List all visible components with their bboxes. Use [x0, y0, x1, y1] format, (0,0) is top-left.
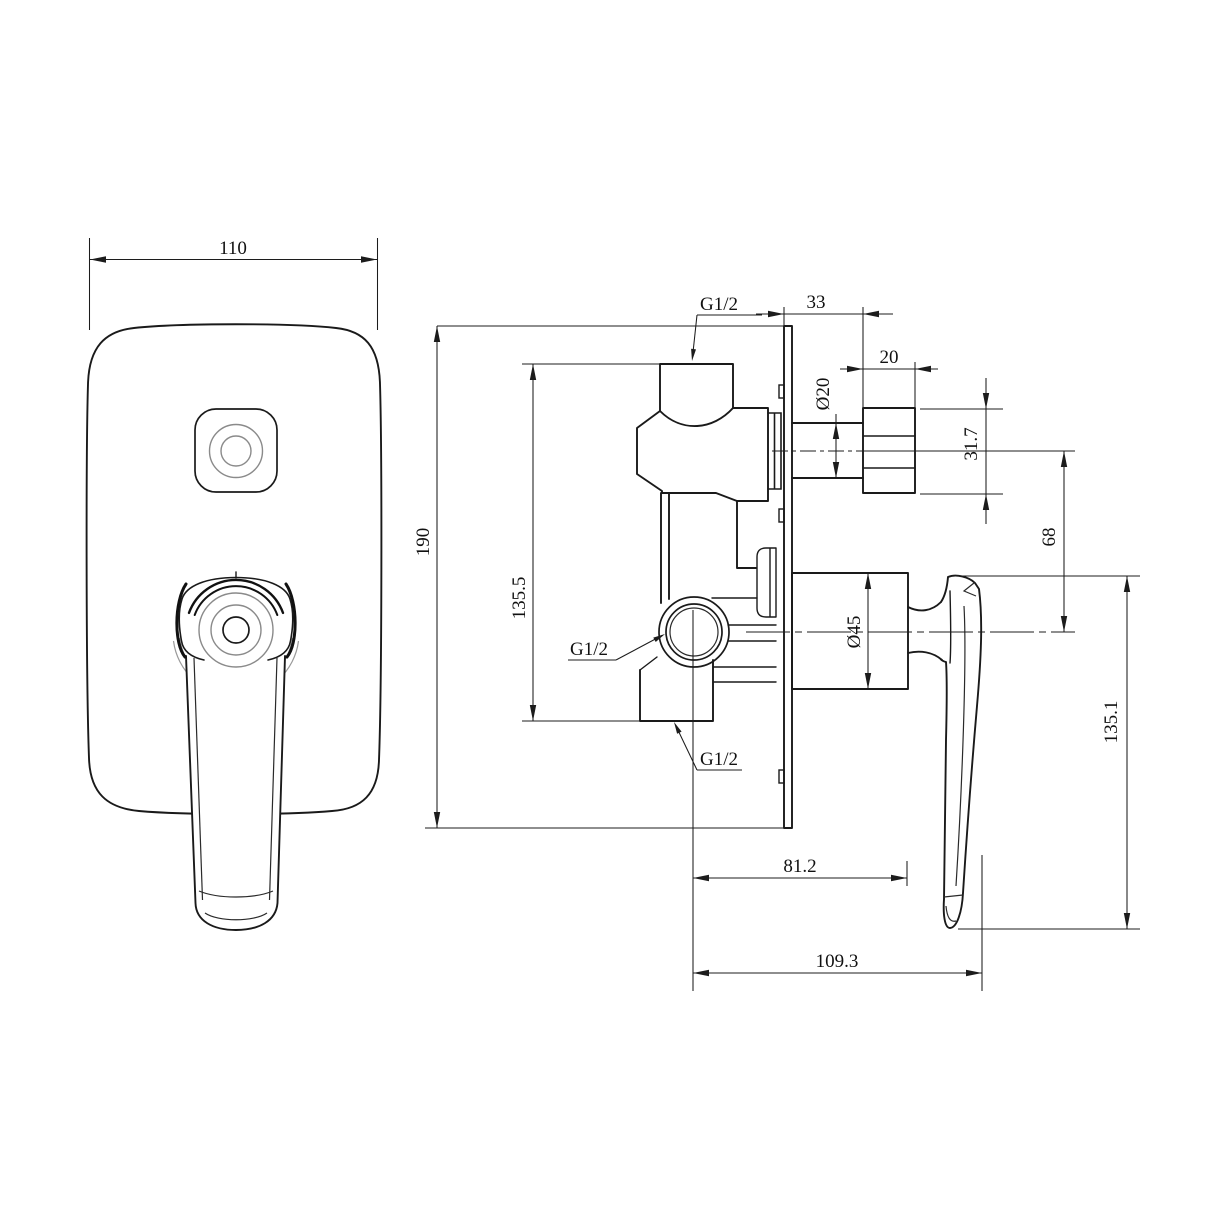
dim-label-31-7: 31.7 — [961, 427, 982, 460]
lever-blade-side — [940, 574, 983, 929]
dim-axis-distance: 68 — [1039, 451, 1068, 632]
front-view: 110 — [85, 238, 383, 931]
dim-label-109-3: 109.3 — [816, 951, 859, 972]
top-inlet-pipe — [659, 363, 734, 412]
valve-body-side — [636, 363, 782, 722]
dim-label-81-2: 81.2 — [783, 856, 816, 877]
dim-label-135-5: 135.5 — [509, 577, 530, 620]
side-view: 190 135.5 G1/2 33 — [413, 292, 1140, 991]
dim-label-68: 68 — [1039, 528, 1060, 547]
dim-handle-length: 135.1 — [952, 575, 1140, 930]
dim-label-d45: Ø45 — [844, 616, 865, 649]
dim-label-d20: Ø20 — [813, 378, 834, 411]
valve-tee-body — [636, 407, 769, 502]
dim-label-33: 33 — [807, 292, 826, 313]
thread-label-top: G1/2 — [700, 294, 738, 315]
lever-handle-side — [907, 574, 983, 929]
dim-axis-to-tip: 109.3 — [693, 855, 983, 991]
dim-front-width: 110 — [88, 238, 379, 330]
dim-knob-height: 31.7 — [920, 378, 1003, 524]
label-top-inlet-thread: G1/2 — [691, 294, 762, 361]
dim-hub-diameter: Ø45 — [844, 573, 872, 689]
label-side-port-thread: G1/2 — [568, 634, 665, 661]
thread-label-middle: G1/2 — [570, 639, 608, 660]
dim-plate-to-knob: 33 — [756, 292, 893, 408]
lever-blade-front — [185, 655, 286, 931]
thread-label-bottom: G1/2 — [700, 749, 738, 770]
dim-stem-diameter: Ø20 — [813, 378, 840, 478]
lever-handle-front — [172, 571, 300, 931]
dim-axis-to-hub: 81.2 — [693, 856, 908, 886]
dim-label-135-1: 135.1 — [1101, 701, 1122, 744]
dim-plate-height: 190 — [413, 325, 792, 829]
mounting-plate-front — [85, 323, 383, 815]
handle-hub-side — [791, 572, 909, 690]
bottom-inlet-port — [639, 659, 714, 722]
dim-label-190: 190 — [413, 528, 434, 557]
dim-label-110: 110 — [219, 238, 247, 259]
diverter-button-front — [194, 408, 278, 493]
label-bottom-port-thread: G1/2 — [674, 722, 742, 771]
side-port-boss — [658, 596, 730, 668]
dim-label-20: 20 — [880, 347, 899, 368]
cartridge-cap-side — [756, 547, 777, 618]
dim-body-height: 135.5 — [509, 363, 660, 722]
dim-knob-length: 20 — [840, 347, 938, 408]
